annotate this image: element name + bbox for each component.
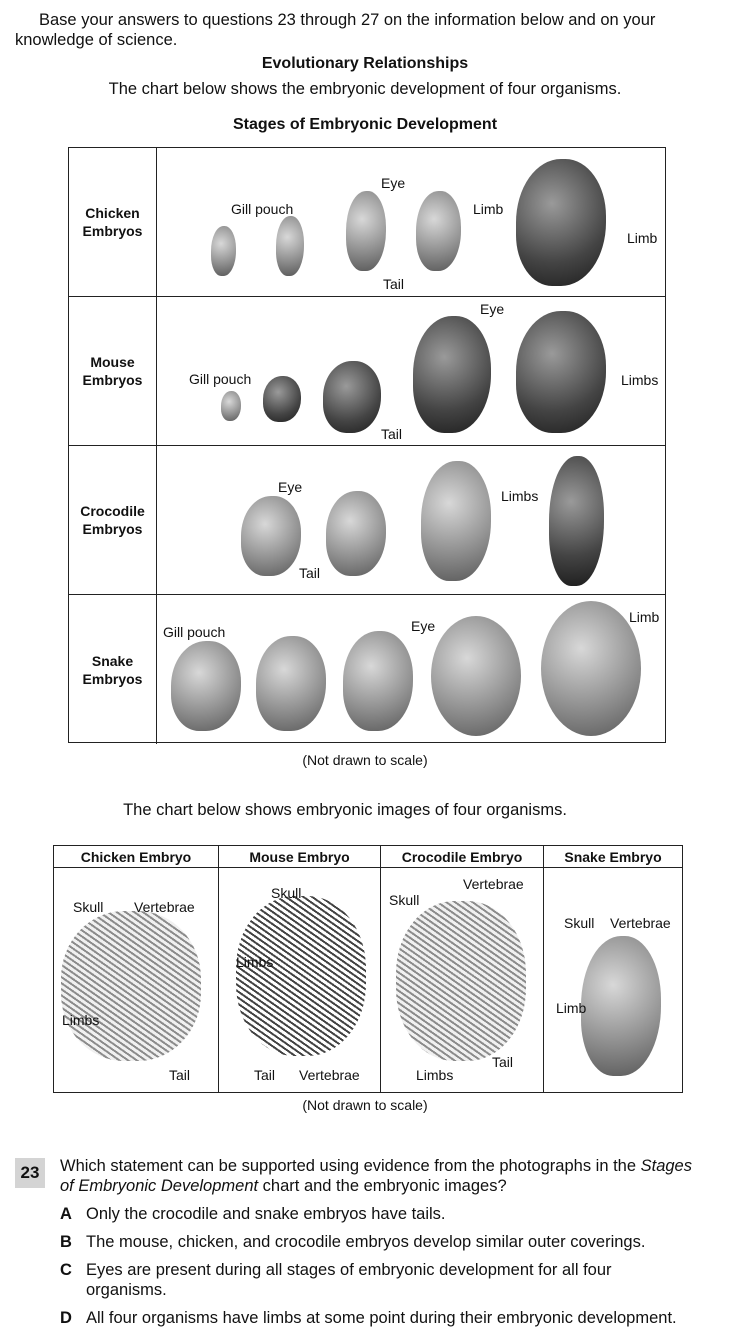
- row-label: Mouse Embryos: [69, 297, 157, 445]
- chicken-stages: Gill pouch Eye Tail Limb Limb: [157, 148, 665, 296]
- embryo-image: [263, 376, 301, 422]
- mouse-row: Mouse Embryos Eye Gill pouch Tail Limbs: [69, 297, 665, 446]
- annotation: Eye: [480, 301, 505, 317]
- annotation: Limb: [629, 609, 660, 625]
- row-label: Chicken Embryos: [69, 148, 157, 296]
- stem-italic: Stages of Embryonic Development: [60, 1157, 692, 1195]
- annotation: Limb: [473, 201, 504, 217]
- embryo-image: [431, 616, 521, 736]
- crocodile-column: Crocodile Embryo Vertebrae Skull Tail Li…: [381, 846, 544, 1092]
- stem-text: chart and the embryonic images?: [258, 1177, 507, 1195]
- embryo-image: [416, 191, 461, 271]
- embryo-image: [276, 216, 304, 276]
- annotation: Limbs: [501, 488, 539, 504]
- annotation: Gill pouch: [231, 201, 294, 217]
- embryo-image: [171, 641, 241, 731]
- embryonic-stages-table: Chicken Embryos Gill pouch Eye Tail Limb…: [68, 147, 666, 744]
- option-letter: A: [60, 1205, 72, 1223]
- annotation: Skull: [271, 885, 302, 901]
- mouse-stages: Eye Gill pouch Tail Limbs: [157, 297, 665, 445]
- column-header: Mouse Embryo: [219, 846, 380, 868]
- chart1-caption: The chart below shows the embryonic deve…: [108, 80, 622, 98]
- column-header: Crocodile Embryo: [381, 846, 543, 868]
- annotation: Vertebrae: [134, 899, 195, 915]
- annotation: Eye: [381, 175, 406, 191]
- question-number: 23: [15, 1158, 45, 1188]
- option-b[interactable]: B The mouse, chicken, and crocodile embry…: [60, 1232, 645, 1252]
- annotation: Tail: [169, 1067, 191, 1083]
- skeleton-image: [61, 911, 201, 1061]
- annotation: Eye: [411, 618, 436, 634]
- option-a[interactable]: A Only the crocodile and snake embryos ha…: [60, 1204, 446, 1224]
- skeleton-image: [581, 936, 661, 1076]
- embryo-image: [343, 631, 413, 731]
- chart1-title: Stages of Embryonic Development: [232, 116, 498, 133]
- question-stem: Which statement can be supported using e…: [60, 1156, 700, 1196]
- embryonic-images-table: Chicken Embryo Skull Vertebrae Limbs Tai…: [53, 845, 683, 1093]
- section-title: Evolutionary Relationships: [261, 55, 469, 72]
- row-label: Snake Embryos: [69, 595, 157, 744]
- stem-text: Which statement can be supported using e…: [60, 1157, 641, 1175]
- skeleton-image: [236, 896, 366, 1056]
- option-letter: C: [60, 1261, 72, 1279]
- embryo-image: [421, 461, 491, 581]
- embryo-image: [211, 226, 236, 276]
- annotation: Limbs: [236, 954, 274, 970]
- annotation: Vertebrae: [610, 915, 671, 931]
- chart2-caption: The chart below shows embryonic images o…: [123, 801, 567, 819]
- embryo-image: [516, 159, 606, 286]
- column-header: Snake Embryo: [544, 846, 682, 868]
- annotation: Tail: [381, 426, 403, 442]
- option-letter: D: [60, 1309, 72, 1327]
- embryo-image: [323, 361, 381, 433]
- annotation: Limbs: [621, 372, 659, 388]
- embryo-image: [413, 316, 491, 433]
- annotation: Tail: [492, 1054, 514, 1070]
- chart2-note: (Not drawn to scale): [302, 1097, 428, 1113]
- annotation: Tail: [299, 565, 321, 581]
- annotation: Vertebrae: [463, 876, 524, 892]
- annotation: Gill pouch: [163, 624, 226, 640]
- annotation: Limbs: [416, 1067, 454, 1083]
- annotation: Skull: [73, 899, 104, 915]
- embryo-image: [256, 636, 326, 731]
- embryo-image: [241, 496, 301, 576]
- column-header: Chicken Embryo: [54, 846, 218, 868]
- skeleton-image: [396, 901, 526, 1061]
- crocodile-row: Crocodile Embryos Eye Tail Limbs: [69, 446, 665, 595]
- annotation: Limb: [556, 1000, 587, 1016]
- chicken-column: Chicken Embryo Skull Vertebrae Limbs Tai…: [54, 846, 219, 1092]
- snake-stages: Gill pouch Eye Limb: [157, 595, 665, 744]
- embryo-image: [541, 601, 641, 736]
- chart1-note: (Not drawn to scale): [302, 752, 428, 768]
- option-text: All four organisms have limbs at some po…: [86, 1309, 677, 1327]
- intro-text: Base your answers to questions 23 throug…: [15, 11, 656, 49]
- crocodile-stages: Eye Tail Limbs: [157, 446, 665, 594]
- option-c[interactable]: C Eyes are present during all stages of e…: [60, 1260, 680, 1300]
- option-d[interactable]: D All four organisms have limbs at some p…: [60, 1308, 730, 1328]
- embryo-image: [516, 311, 606, 433]
- option-text: The mouse, chicken, and crocodile embryo…: [86, 1233, 646, 1251]
- annotation: Tail: [254, 1067, 276, 1083]
- embryo-image: [346, 191, 386, 271]
- embryo-image: [326, 491, 386, 576]
- annotation: Skull: [389, 892, 420, 908]
- chicken-row: Chicken Embryos Gill pouch Eye Tail Limb…: [69, 148, 665, 297]
- snake-row: Snake Embryos Gill pouch Eye Limb: [69, 595, 665, 744]
- annotation: Gill pouch: [189, 371, 252, 387]
- mouse-column: Mouse Embryo Skull Limbs Tail Vertebrae: [219, 846, 381, 1092]
- annotation: Skull: [564, 915, 595, 931]
- annotation: Eye: [278, 479, 303, 495]
- row-label: Crocodile Embryos: [69, 446, 157, 594]
- option-text: Only the crocodile and snake embryos hav…: [86, 1205, 446, 1223]
- annotation: Limbs: [62, 1012, 100, 1028]
- embryo-image: [549, 456, 604, 586]
- annotation: Tail: [383, 276, 405, 292]
- option-text: Eyes are present during all stages of em…: [86, 1261, 612, 1299]
- embryo-image: [221, 391, 241, 421]
- snake-column: Snake Embryo Skull Vertebrae Limb: [544, 846, 682, 1092]
- annotation: Vertebrae: [299, 1067, 360, 1083]
- option-letter: B: [60, 1233, 72, 1251]
- annotation: Limb: [627, 230, 658, 246]
